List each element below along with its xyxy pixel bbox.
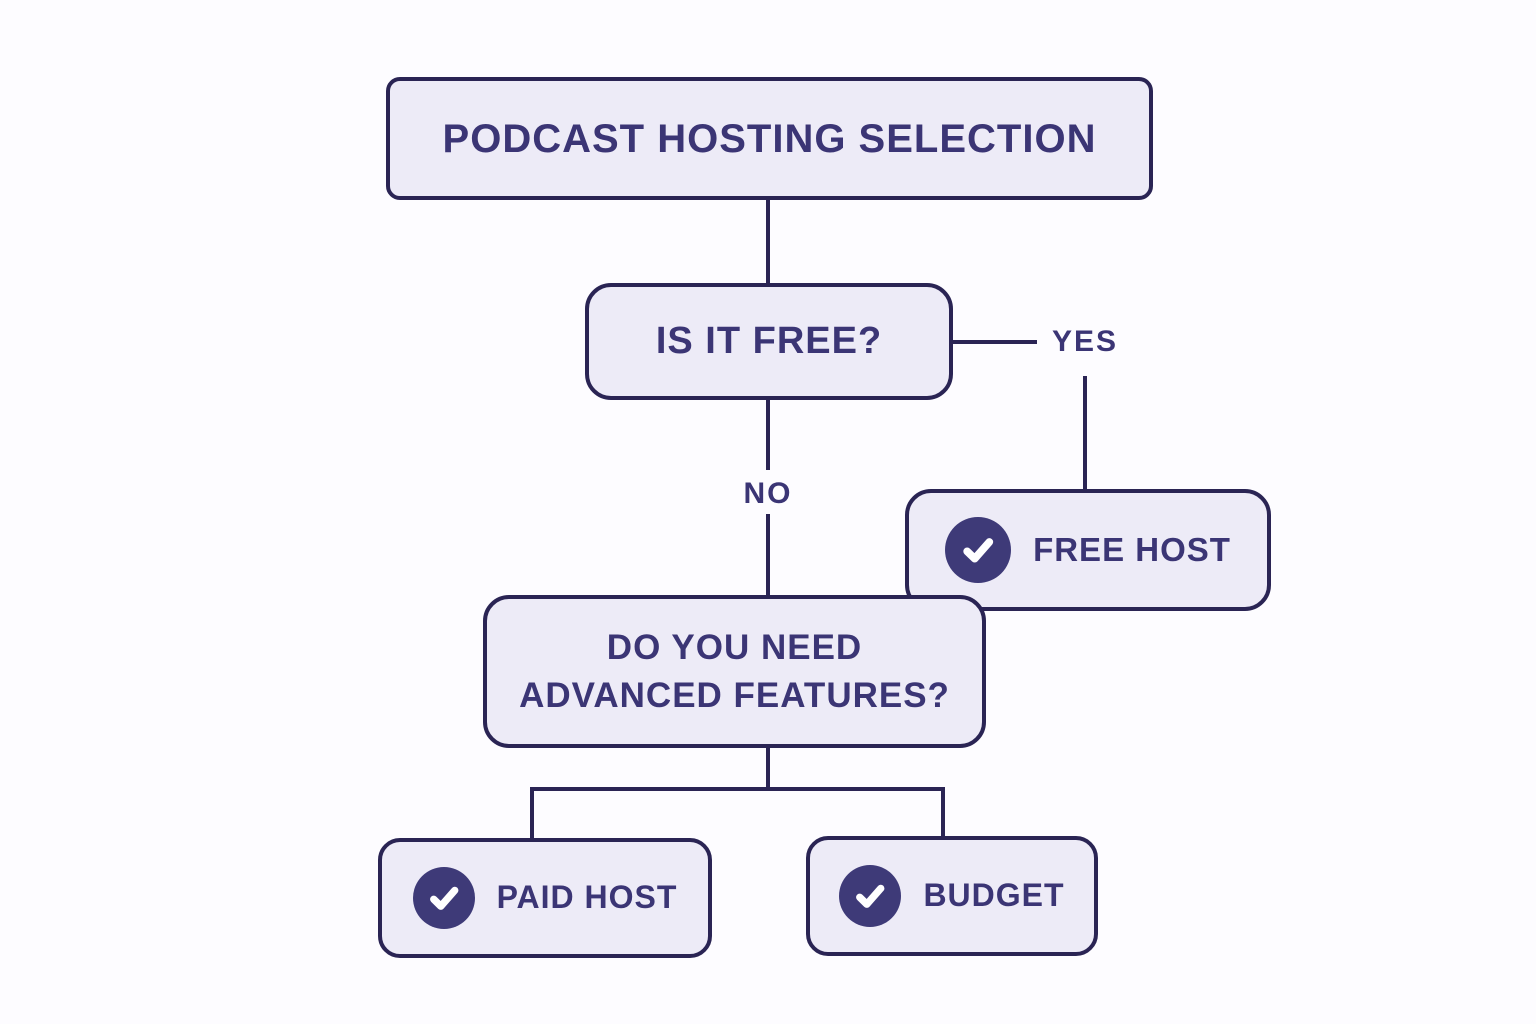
edge-label-no: NO xyxy=(743,477,793,510)
node-title-label: PODCAST HOSTING SELECTION xyxy=(442,116,1097,161)
connector-branch-horizontal xyxy=(530,787,945,791)
node-title: PODCAST HOSTING SELECTION xyxy=(386,77,1153,200)
node-free-host: FREE HOST xyxy=(905,489,1271,611)
node-budget-label: BUDGET xyxy=(923,877,1065,914)
check-circle-icon xyxy=(412,867,475,929)
node-question-advanced-features-label: DO YOU NEED ADVANCED FEATURES? xyxy=(519,624,950,719)
node-question-is-it-free-label: IS IT FREE? xyxy=(655,319,883,362)
node-question-is-it-free: IS IT FREE? xyxy=(585,283,953,400)
connector-title-to-question1 xyxy=(766,198,770,286)
connector-question1-no-upper xyxy=(766,398,770,470)
connector-branch-to-budget xyxy=(941,787,945,839)
connector-question1-no-lower xyxy=(766,514,770,598)
connector-branch-to-paid-host xyxy=(530,787,534,841)
node-budget: BUDGET xyxy=(806,836,1098,956)
connector-question2-stem xyxy=(766,746,770,791)
question-advanced-line2: ADVANCED FEATURES? xyxy=(519,675,950,715)
question-advanced-line1: DO YOU NEED xyxy=(606,628,863,668)
node-free-host-label: FREE HOST xyxy=(1033,530,1231,568)
node-paid-host: PAID HOST xyxy=(378,838,712,958)
connector-question1-yes-horizontal xyxy=(951,340,1037,344)
node-paid-host-label: PAID HOST xyxy=(496,879,678,916)
check-circle-icon xyxy=(839,865,902,927)
edge-label-yes: YES xyxy=(1051,325,1119,358)
node-question-advanced-features: DO YOU NEED ADVANCED FEATURES? xyxy=(483,595,986,748)
check-circle-icon xyxy=(945,517,1012,583)
connector-yes-to-free-host xyxy=(1083,376,1087,491)
